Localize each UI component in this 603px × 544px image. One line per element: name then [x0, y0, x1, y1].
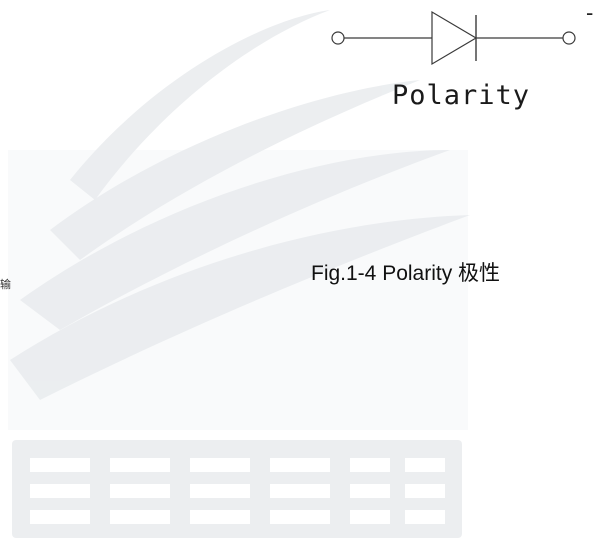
polarity-label: Polarity [392, 80, 531, 111]
left-terminal-circle-icon [331, 31, 345, 45]
right-terminal-circle-icon [562, 31, 576, 45]
figure-caption: Fig.1-4 Polarity 极性 [311, 262, 501, 285]
edge-text-fragment: 输 [0, 278, 11, 291]
edge-dash-mark: - [586, 0, 594, 25]
diode-triangle [431, 10, 478, 66]
